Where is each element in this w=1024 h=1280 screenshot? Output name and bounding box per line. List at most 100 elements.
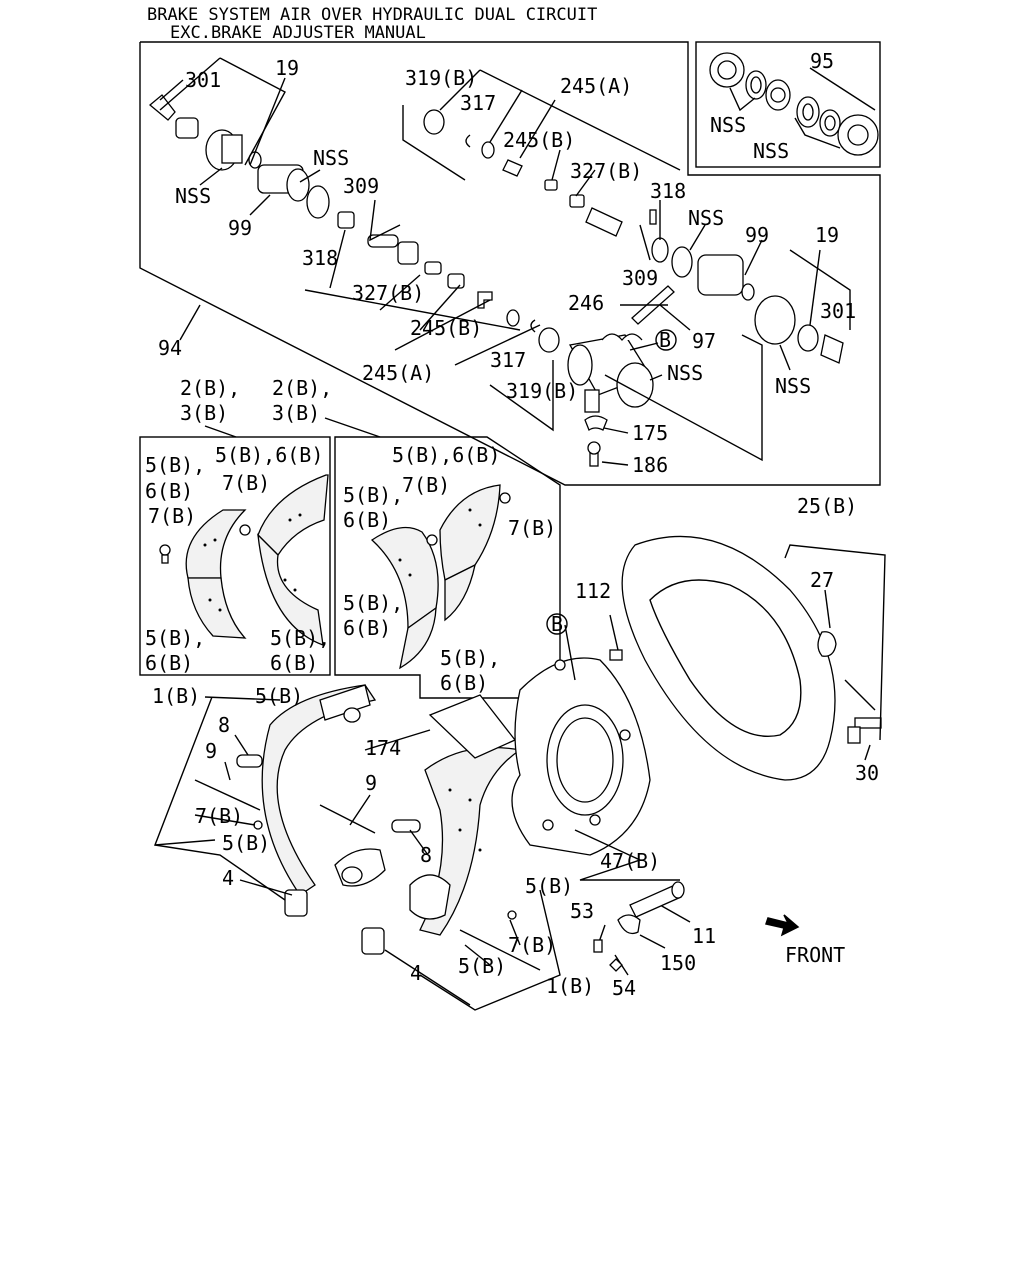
- callout: 7(B): [402, 473, 450, 497]
- callout: 327(B): [570, 159, 642, 183]
- callout: 245(B): [410, 316, 482, 340]
- callout: 317: [460, 91, 496, 115]
- callout: 5(B): [222, 831, 270, 855]
- callout: 27: [810, 568, 834, 592]
- callout: 5(B),: [145, 453, 205, 477]
- callout: NSS: [753, 139, 789, 163]
- callout: NSS: [175, 184, 211, 208]
- lining-set-left: [159, 474, 329, 646]
- callout: 5(B),6(B): [392, 443, 500, 467]
- callout: 8: [218, 713, 230, 737]
- callout: 245(A): [560, 74, 632, 98]
- wheel-cylinder-group-frame: [139, 41, 881, 486]
- callout: 319(B): [405, 66, 477, 90]
- callout: 5(B): [255, 684, 303, 708]
- callout: 4: [222, 866, 234, 890]
- callout: 6(B): [145, 479, 193, 503]
- diagram-subtitle: EXC.BRAKE ADJUSTER MANUAL: [170, 23, 426, 43]
- callout: 301: [820, 299, 856, 323]
- callout: 25(B): [797, 494, 857, 518]
- callout: 7(B): [222, 471, 270, 495]
- callout: 246: [568, 291, 604, 315]
- diagram-title: BRAKE SYSTEM AIR OVER HYDRAULIC DUAL CIR…: [147, 5, 597, 25]
- brake-spider: [511, 649, 651, 856]
- callout: 7(B): [148, 504, 196, 528]
- callout: 94: [158, 336, 182, 360]
- brake-shoe-assembly: [194, 684, 522, 955]
- callout: 318: [302, 246, 338, 270]
- callout: 1(B): [152, 684, 200, 708]
- callout: 3(B): [272, 401, 320, 425]
- anchor-pin-hardware: [593, 881, 685, 972]
- callout: 11: [692, 924, 716, 948]
- callout: 5(B),: [270, 626, 330, 650]
- callout: 19: [275, 56, 299, 80]
- callout: 150: [660, 951, 696, 975]
- callout: 2(B),: [180, 376, 240, 400]
- callout: 319(B): [506, 379, 578, 403]
- callout: 47(B): [600, 849, 660, 873]
- callout: NSS: [313, 146, 349, 170]
- callout: 2(B),: [272, 376, 332, 400]
- callout: 318: [650, 179, 686, 203]
- callout: 9: [365, 771, 377, 795]
- callout: 53: [570, 899, 594, 923]
- callout: 6(B): [270, 651, 318, 675]
- callout: 186: [632, 453, 668, 477]
- callout: 5(B),: [440, 646, 500, 670]
- lower-leader-lines: [153, 544, 886, 1011]
- callout: 317: [490, 348, 526, 372]
- callout: 9: [205, 739, 217, 763]
- callout: 97: [692, 329, 716, 353]
- cylinder-leader-lines: [159, 57, 851, 466]
- callout-b-marker: B: [659, 328, 671, 352]
- callout: 99: [745, 223, 769, 247]
- callout: 7(B): [508, 516, 556, 540]
- callout: 6(B): [440, 671, 488, 695]
- repair-kit-95-parts: [709, 52, 879, 156]
- callout: 5(B),: [343, 591, 403, 615]
- callout: 245(A): [362, 361, 434, 385]
- callout: 5(B): [458, 954, 506, 978]
- front-label: FRONT: [785, 943, 845, 967]
- callout: 7(B): [508, 933, 556, 957]
- callout: 309: [622, 266, 658, 290]
- callout: 327(B): [352, 281, 424, 305]
- callout: NSS: [688, 206, 724, 230]
- front-arrow: [765, 914, 800, 937]
- upper-middle-parts: [423, 109, 844, 364]
- left-cylinder-parts: [148, 94, 560, 353]
- callout: 8: [420, 843, 432, 867]
- callout: NSS: [667, 361, 703, 385]
- shoe-lining-frames: [139, 417, 561, 699]
- callout: 1(B): [546, 974, 594, 998]
- callout: 19: [815, 223, 839, 247]
- callout: 309: [343, 174, 379, 198]
- callout: 301: [185, 68, 221, 92]
- callout: 5(B),: [343, 483, 403, 507]
- callout: 7(B): [195, 804, 243, 828]
- callout: 99: [228, 216, 252, 240]
- callout: 245(B): [503, 128, 575, 152]
- callout: 5(B),6(B): [215, 443, 323, 467]
- callout: 6(B): [343, 616, 391, 640]
- lining-set-right: [370, 484, 511, 670]
- kit-95-frame: [695, 41, 881, 168]
- callout: 54: [612, 976, 636, 1000]
- callout: 3(B): [180, 401, 228, 425]
- callout: 112: [575, 579, 611, 603]
- callout: 30: [855, 761, 879, 785]
- callout: 5(B): [525, 874, 573, 898]
- callout: 5(B),: [145, 626, 205, 650]
- callout-labels: 301 19 NSS NSS 99 309 318 327(B) 245(B) …: [145, 49, 879, 1000]
- callout: NSS: [775, 374, 811, 398]
- callout: 6(B): [343, 508, 391, 532]
- callout: 4: [410, 961, 422, 985]
- dust-shield: [621, 535, 882, 781]
- callout: NSS: [710, 113, 746, 137]
- callout-b-marker: B: [551, 612, 563, 636]
- callout: 175: [632, 421, 668, 445]
- callout: 174: [365, 736, 401, 760]
- callout: 6(B): [145, 651, 193, 675]
